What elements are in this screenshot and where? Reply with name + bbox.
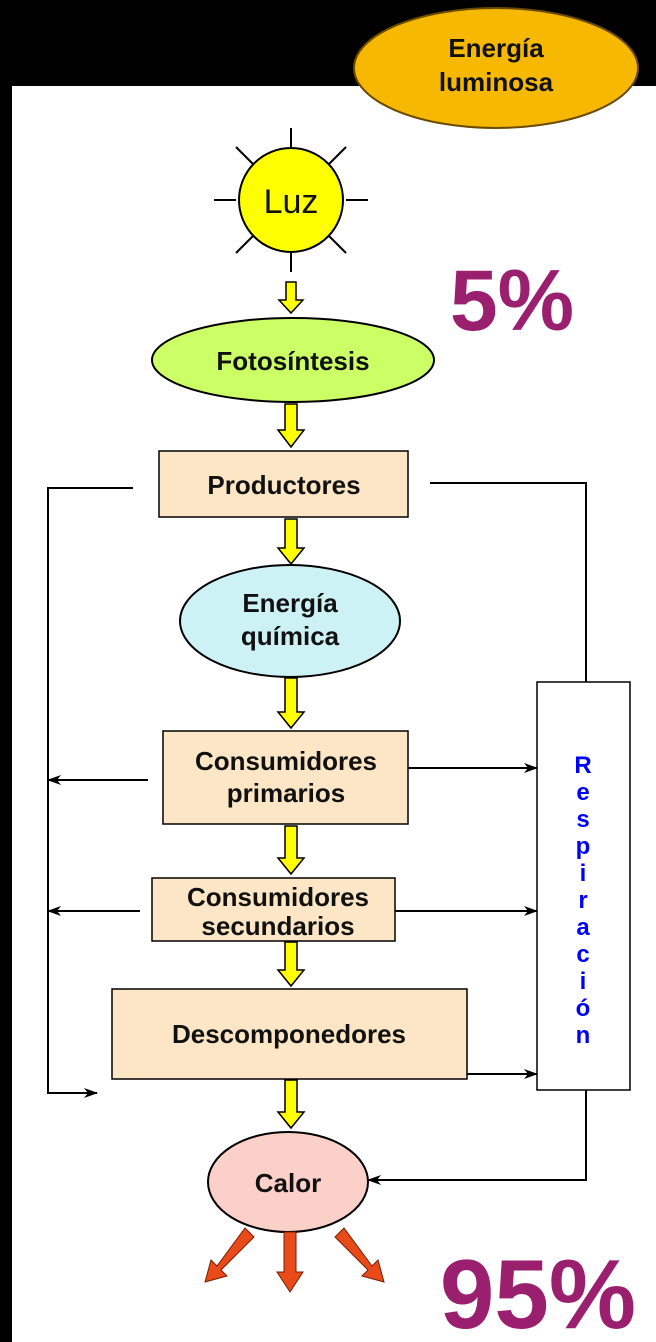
percent-top: 5% [450, 253, 574, 349]
secondary-consumers-line-1: Consumidores [187, 882, 369, 912]
primary-consumers-line-1: Consumidores [195, 746, 377, 776]
decomposers-label: Descomponedores [172, 1019, 406, 1049]
heat-arrows [204, 1227, 385, 1293]
chemical-energy-line-1: Energía [242, 588, 338, 618]
primary-consumers-line-2: primarios [227, 778, 346, 808]
chemical-energy-line-2: química [241, 621, 340, 651]
heat-label: Calor [255, 1168, 321, 1198]
respiration-connections [367, 482, 587, 1185]
chemical-energy-node: Energía química [179, 564, 401, 678]
secondary-consumers-node: Consumidores secundarios [151, 877, 396, 942]
energy-badge: Energía luminosa [353, 7, 639, 129]
producers-label: Productores [207, 470, 360, 500]
secondary-consumers-line-2: secundarios [201, 911, 354, 941]
heat-node: Calor [207, 1131, 369, 1233]
percent-bottom: 95% [440, 1239, 636, 1342]
sun-label: Luz [264, 183, 319, 221]
badge-line-1: Energía [448, 33, 544, 63]
producers-node: Productores [158, 450, 409, 518]
badge-line-2: luminosa [439, 67, 554, 97]
photosynthesis-node: Fotosíntesis [151, 317, 435, 403]
primary-consumers-node: Consumidores primarios [162, 730, 409, 825]
sun-icon [214, 128, 368, 272]
photosynthesis-label: Fotosíntesis [216, 346, 369, 376]
left-loop [47, 487, 148, 1098]
decomposers-node: Descomponedores [111, 988, 468, 1080]
down-arrows [276, 281, 306, 1130]
